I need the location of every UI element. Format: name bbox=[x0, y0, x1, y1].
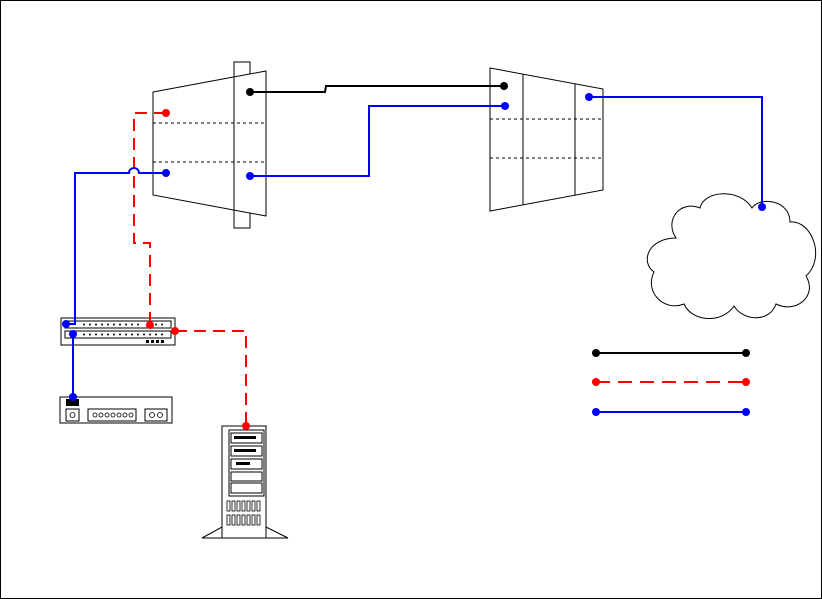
server-drive-slot bbox=[234, 436, 256, 439]
endpoint-dot bbox=[758, 203, 766, 211]
endpoint-dot bbox=[242, 422, 250, 430]
desktop-unit[interactable] bbox=[60, 397, 172, 423]
desktop-panel bbox=[145, 409, 167, 421]
rack-cabinet-right[interactable] bbox=[490, 68, 603, 211]
desktop-panel bbox=[66, 409, 79, 421]
endpoint-dot bbox=[62, 320, 70, 328]
endpoint-dot bbox=[585, 93, 593, 101]
server-drive-slot bbox=[236, 462, 250, 465]
endpoint-dot bbox=[146, 321, 154, 329]
endpoint-dot bbox=[69, 330, 77, 338]
server-drive-bay bbox=[231, 472, 262, 481]
rack-cabinet-body bbox=[490, 68, 603, 211]
endpoint-dot bbox=[500, 82, 508, 90]
endpoint-dot bbox=[162, 169, 170, 177]
endpoint-dot bbox=[69, 393, 77, 401]
legend-dot bbox=[742, 408, 750, 416]
network-switch[interactable] bbox=[61, 318, 175, 345]
server-drive-bay bbox=[231, 483, 262, 493]
endpoint-dot bbox=[501, 102, 509, 110]
endpoint-dot bbox=[162, 109, 170, 117]
endpoint-dot bbox=[246, 172, 254, 180]
legend-dot bbox=[592, 408, 600, 416]
endpoint-dot bbox=[171, 327, 179, 335]
server-drive-slot bbox=[234, 449, 256, 452]
legend-dot bbox=[742, 349, 750, 357]
legend-dot bbox=[742, 378, 750, 386]
endpoint-dot bbox=[246, 88, 254, 96]
legend-dot bbox=[592, 378, 600, 386]
legend-dot bbox=[592, 349, 600, 357]
